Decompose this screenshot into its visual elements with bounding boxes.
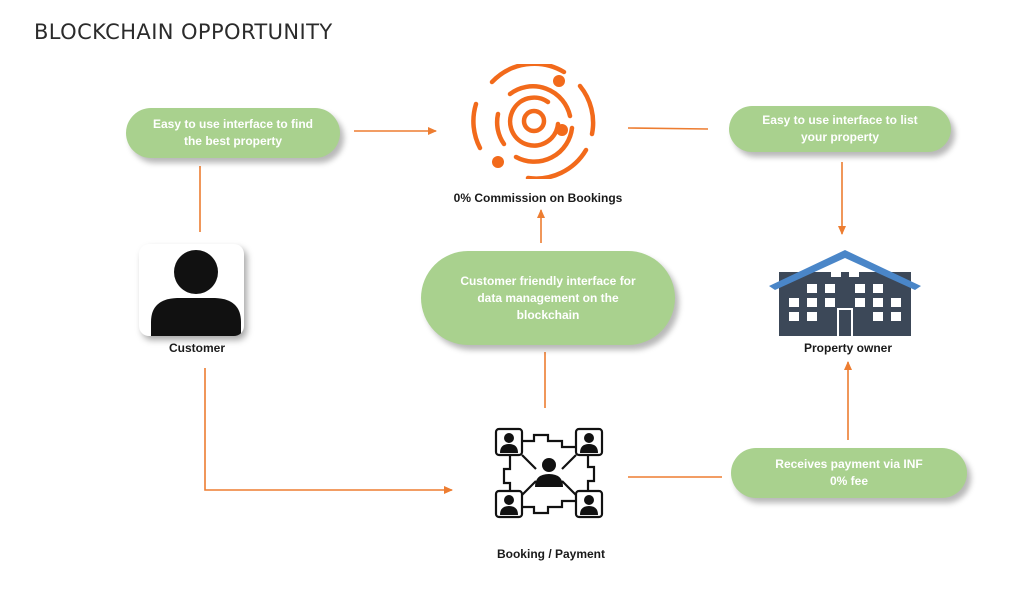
arrow-customer-to-booking [204, 368, 453, 494]
network-users-icon [494, 427, 604, 519]
node-data-management: Customer friendly interface for data man… [421, 251, 675, 345]
label-commission: 0% Commission on Bookings [453, 191, 623, 205]
node-receives-payment: Receives payment via INF 0% fee [731, 448, 967, 498]
line-commission-to-list [627, 127, 709, 130]
user-silhouette-icon [139, 244, 244, 336]
label-customer: Customer [168, 341, 225, 355]
node-list-property: Easy to use interface to list your prope… [729, 106, 951, 152]
orbit-target-icon [471, 64, 596, 179]
node-find-property: Easy to use interface to find the best p… [126, 108, 340, 158]
label-property-owner: Property owner [803, 341, 893, 355]
page-title: BLOCKCHAIN OPPORTUNITY [34, 20, 333, 44]
building-icon [769, 250, 921, 336]
label-booking-payment: Booking / Payment [496, 547, 606, 561]
